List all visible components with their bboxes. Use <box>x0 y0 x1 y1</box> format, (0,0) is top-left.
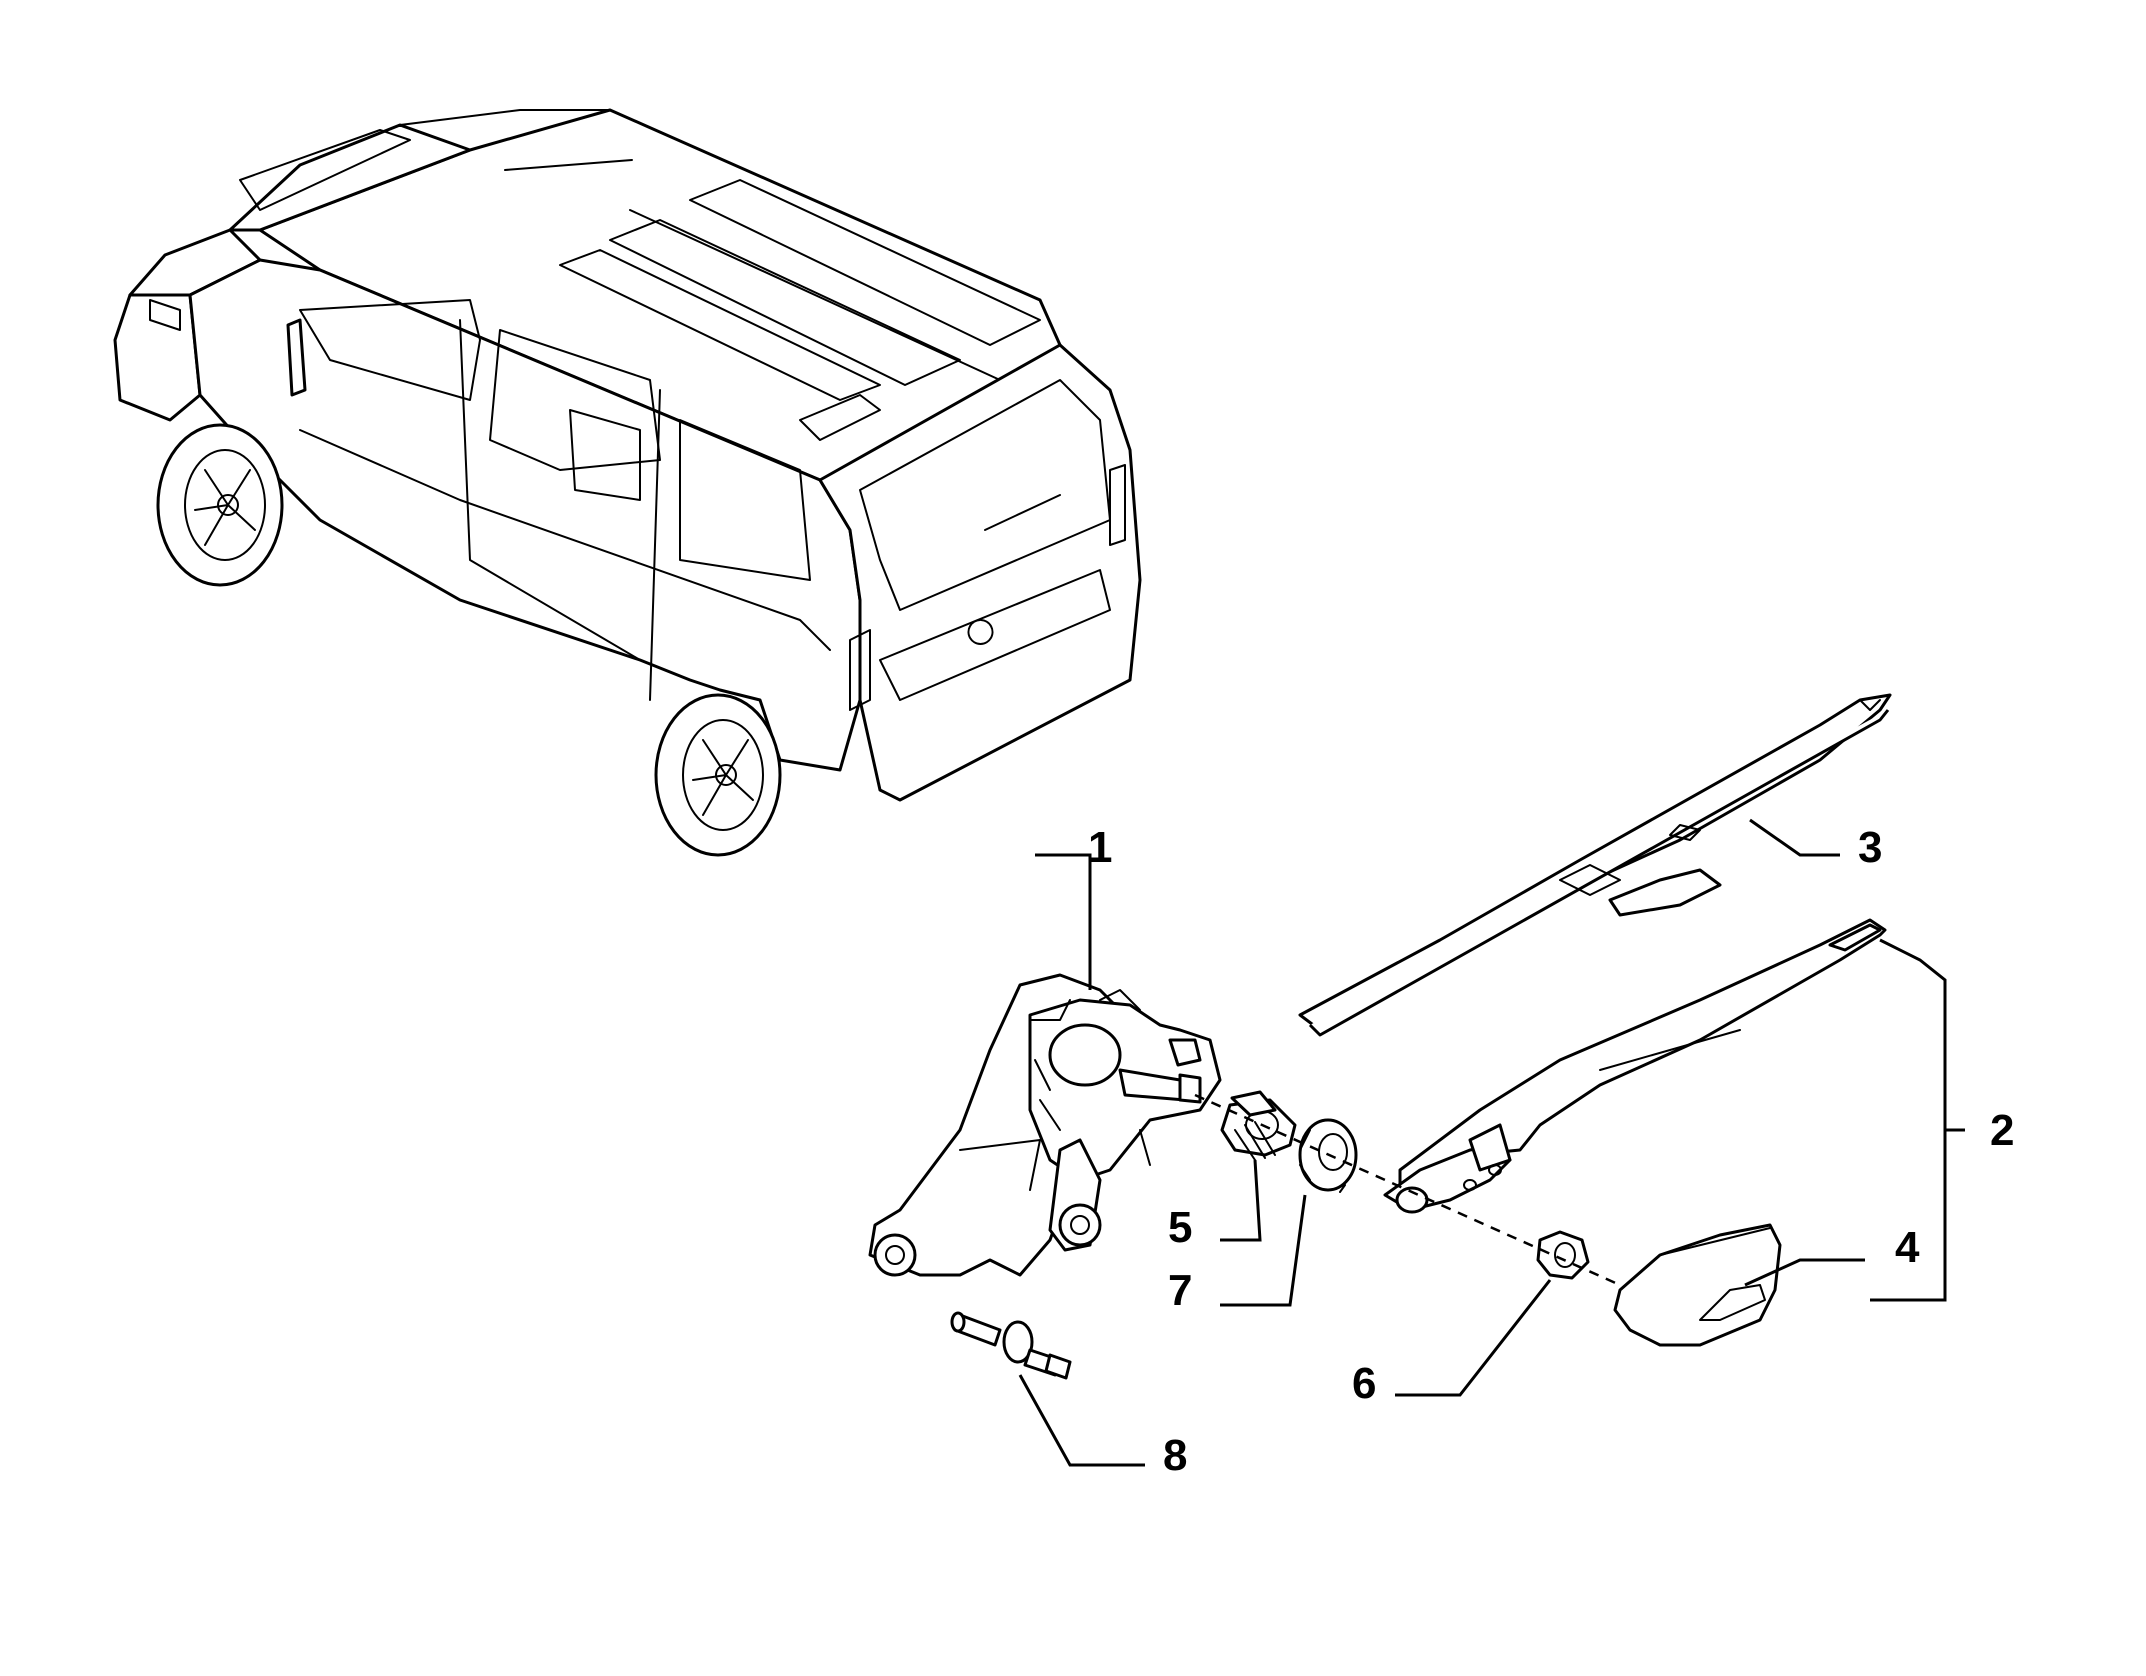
van-illustration <box>113 108 1142 857</box>
leader-lines <box>1018 818 1965 1467</box>
callout-4: 4 <box>1895 1223 1920 1272</box>
gasket-washer <box>1298 1118 1358 1193</box>
callout-labels: 1 2 3 4 5 6 7 8 <box>1088 823 2014 1480</box>
callout-2: 2 <box>1990 1106 2014 1155</box>
wiper-blade <box>1298 693 1892 1037</box>
callout-7: 7 <box>1168 1266 1192 1315</box>
arm-nut-cover-cap <box>1613 1223 1782 1347</box>
spindle-seal-bush <box>1220 1090 1297 1161</box>
arm-fixing-nut <box>1536 1230 1590 1280</box>
callout-3: 3 <box>1858 823 1882 872</box>
assembly-axis-line <box>1194 1093 1621 1287</box>
mounting-stud <box>950 1311 1072 1380</box>
wiper-arm <box>1383 918 1887 1214</box>
rear-wheel <box>654 693 782 857</box>
callout-8: 8 <box>1163 1431 1187 1480</box>
callout-6: 6 <box>1352 1359 1376 1408</box>
wiper-motor-assembly <box>868 973 1222 1277</box>
front-wheel <box>156 423 284 587</box>
callout-1: 1 <box>1088 823 1112 872</box>
callout-5: 5 <box>1168 1203 1192 1252</box>
